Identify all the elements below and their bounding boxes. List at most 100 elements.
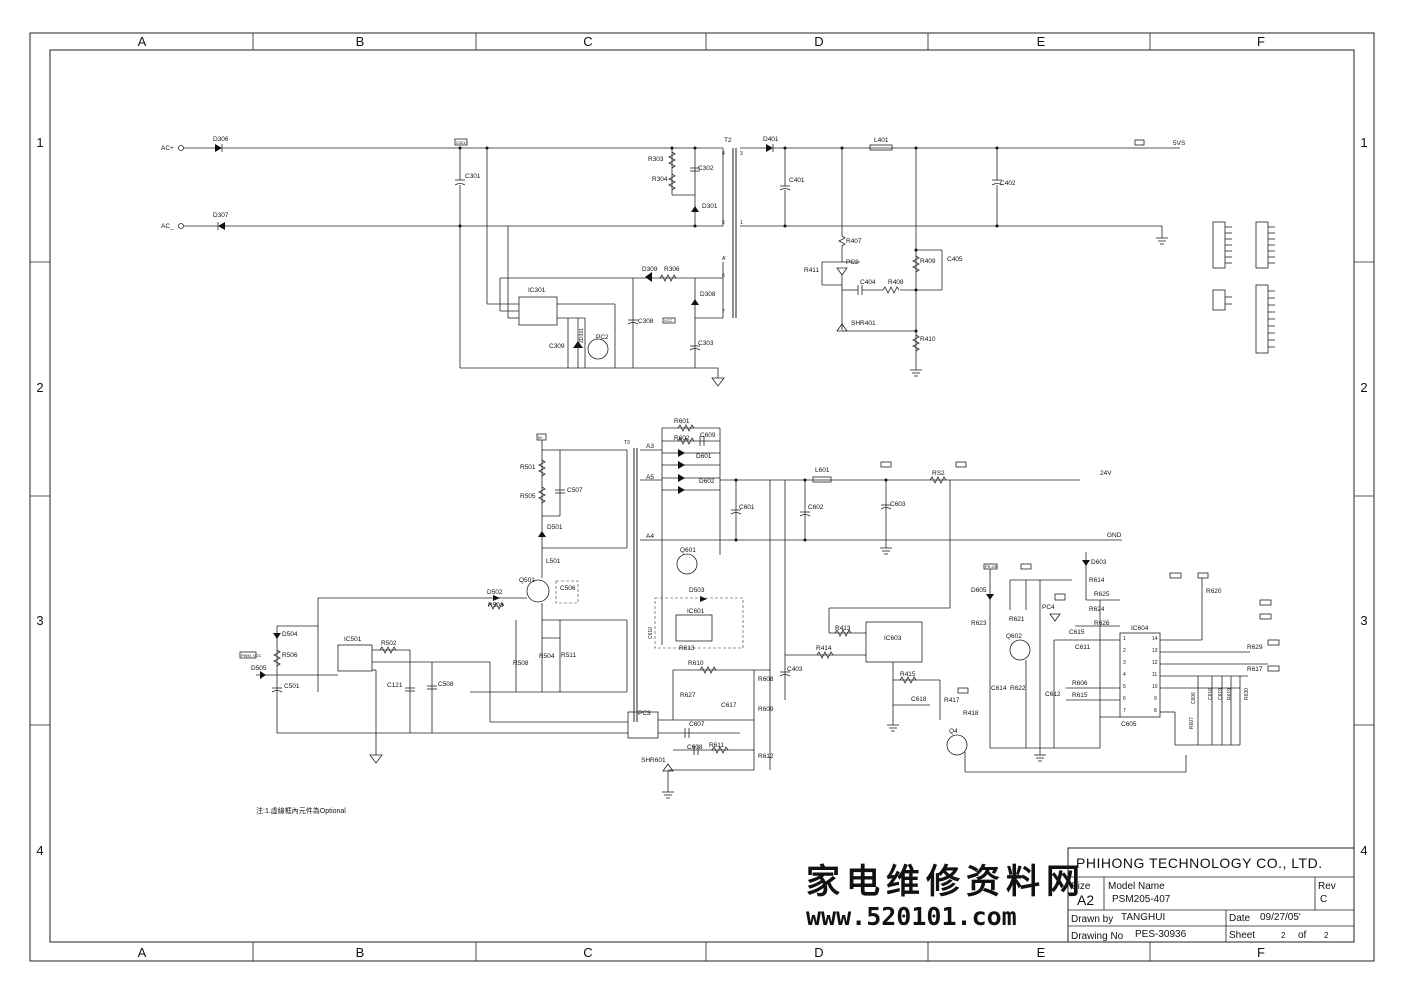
c618-label: C618 [911,696,927,703]
ic604-label: IC604 [1131,625,1149,632]
zone-col-f-bottom: F [1257,945,1265,960]
svg-text:7: 7 [722,309,725,315]
svg-text:1: 1 [740,220,743,226]
svg-text:3: 3 [740,151,743,157]
net-pwm-vcc-label: PWM_VCC [241,653,262,658]
d601-label: D601 [696,453,712,460]
r306-label: R306 [664,266,680,273]
zone-row-4-right: 4 [1360,843,1367,858]
c501-label: C501 [284,683,300,690]
q501-label: Q501 [519,577,535,584]
sheet-border [29,32,1375,962]
pc4-label: PC4 [1042,604,1055,611]
c301plus-label: C301+ [456,140,469,145]
c608-label: C608 [687,744,703,751]
date-value: 09/27/05' [1260,912,1301,923]
ic501-label: IC501 [344,636,362,643]
r508-label: R508 [513,660,529,667]
shr401-label: SHR401 [851,320,876,327]
sheet-number: 2 [1281,931,1286,940]
ic604-chip [1119,632,1161,718]
q601-mosfet-symbol [676,553,698,575]
c506-label: C506 [560,585,576,592]
zone-col-a-top: A [138,34,147,49]
r610-label: R610 [688,660,704,667]
r602-label: R602 [674,435,690,442]
c603-label: C603 [890,501,906,508]
r611-label: R611 [709,742,724,749]
l401-inductor-symbol [869,144,893,151]
zone-col-c-top: C [583,34,592,49]
r609-label: R609 [758,706,774,713]
c506-optional-box [555,580,579,604]
r622-label: R622 [1010,685,1026,692]
svg-text:10: 10 [1152,684,1158,690]
svg-text:14: 14 [1152,636,1158,642]
c301plus-tag [454,138,468,146]
zone-col-d-bottom: D [814,945,823,960]
c609-label: C609 [700,432,716,439]
connector-cn2 [1255,221,1269,269]
ac-plus-terminal [178,145,184,151]
net-bplus-label: B+ [538,435,544,440]
r417-label: R417 [944,697,960,704]
c308-label: C308 [638,318,654,325]
svg-text:12: 12 [1152,660,1158,666]
c402-label: C402 [1000,180,1016,187]
d502-label: D502 [487,589,503,596]
zone-col-e-top: E [1037,34,1046,49]
company-name: PHIHONG TECHNOLOGY CO., LTD. [1076,855,1323,871]
r511-label: R511 [561,652,576,659]
d301-label: D301 [702,203,718,210]
date-label: Date [1229,913,1251,924]
drawn-by-label: Drawn by [1071,914,1113,925]
a3-label: A3 [646,443,654,450]
r617-label: R617 [1247,666,1263,673]
zone-col-b-top: B [356,34,365,49]
zone-row-2-left: 2 [36,380,43,395]
c614-label: C614 [991,685,1007,692]
c507-label: C507 [567,487,583,494]
r627-label: R627 [680,692,696,699]
d308-label: D308 [700,291,716,298]
r411-label: R411 [804,267,819,274]
q4-transistor-symbol [946,734,968,756]
zd301-label: ZD301 [579,328,585,343]
svg-text:7: 7 [1123,708,1126,714]
d306-diode-symbol [215,144,222,152]
net-ac-minus-label: AC_ [161,223,174,230]
r304-resistor-symbol [668,173,676,191]
r615-label: R615 [1072,692,1088,699]
c616-label: C616 [1208,688,1214,700]
watermark-url-text: www.520101.com [806,902,1017,931]
connector-cn4 [1255,284,1269,354]
zone-col-f-top: F [1257,34,1265,49]
d307-label: D307 [213,212,229,219]
c601-label: C601 [739,504,755,511]
r607-label: R607 [1189,717,1195,729]
watermark-chinese-text: 家电维修资料网 [806,862,1086,902]
r413-label: R413 [835,625,851,632]
r626-label: R626 [1094,620,1110,627]
ic603-chip [865,621,923,663]
r606-label: R606 [1072,680,1088,687]
c401-label: C401 [789,177,805,184]
c121-label: C121 [387,682,403,689]
c309-label: C309 [549,343,565,350]
r502-label: R502 [381,640,397,647]
net-vcc-label: VCC [664,318,673,323]
c615-label: C615 [1069,629,1085,636]
a4-label: A4 [646,533,654,540]
c508-label: C508 [438,681,454,688]
r625-label: R625 [1094,591,1110,598]
r505-label: R505 [520,493,536,500]
t3-label: T3 [624,440,630,446]
q602-transistor-symbol [1009,639,1031,661]
connector-cn1 [1212,221,1226,269]
r407-label: R407 [846,238,862,245]
c606-label: C606 [1191,692,1197,704]
svg-text:2: 2 [1123,648,1126,654]
standby-power-section: AC+ AC_ D306 D307 C301 C301+ R303 R304 [161,136,1186,387]
r621-label: R621 [1009,616,1025,623]
r410-label: R410 [920,336,936,343]
